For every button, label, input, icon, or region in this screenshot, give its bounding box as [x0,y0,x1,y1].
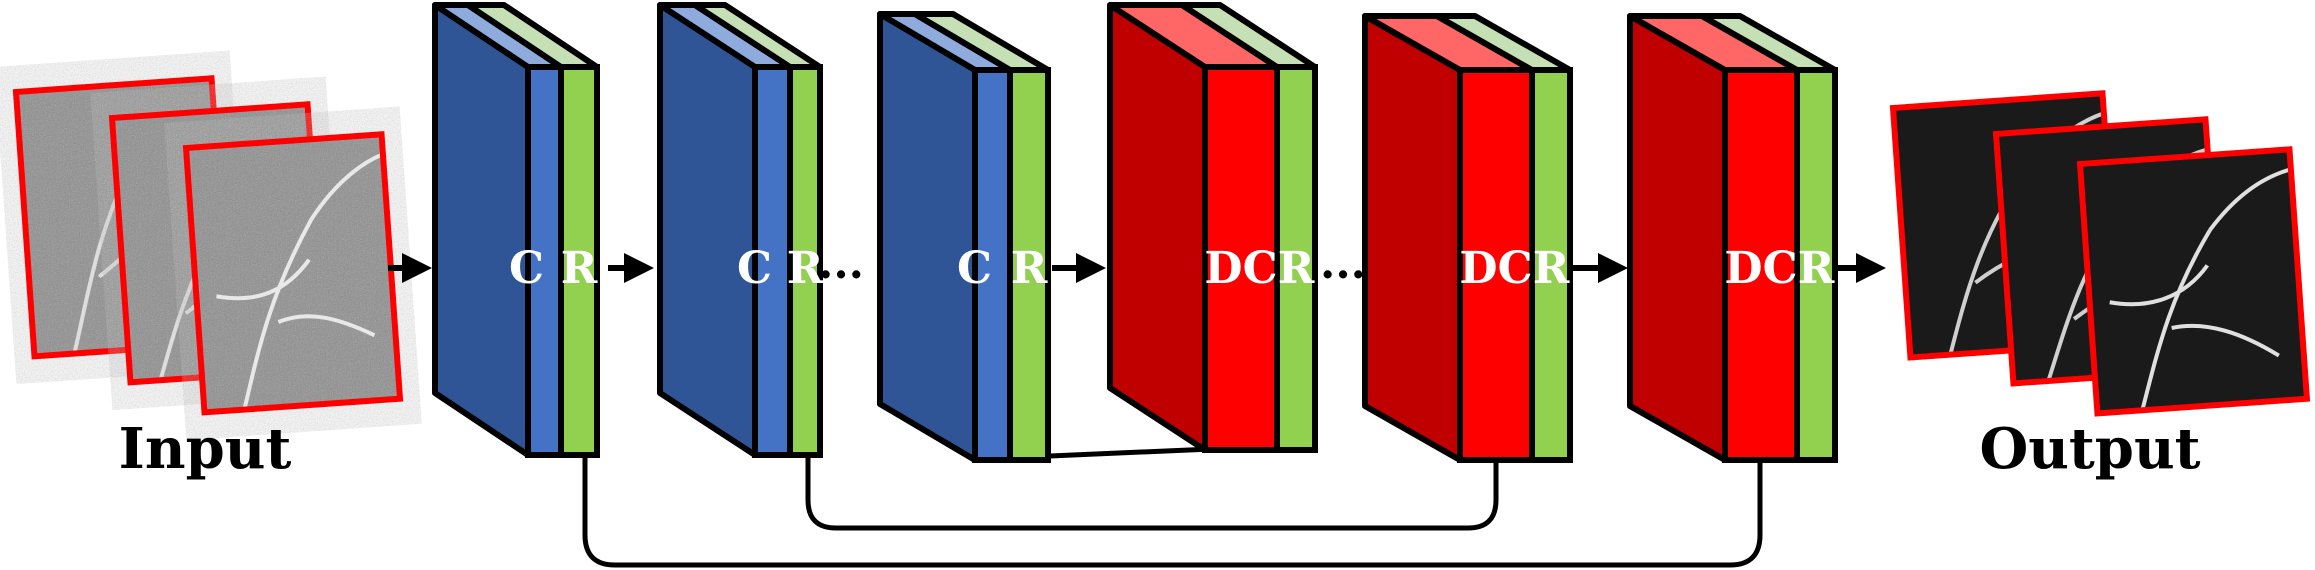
output-image-3 [2076,146,2311,417]
block-side-face [877,11,978,463]
input-label: Input [119,416,292,482]
conv-label: C [957,243,992,294]
skip-connections [582,445,1763,568]
relu-label: R [787,243,824,294]
relu-front-face [558,64,600,458]
block-side-face [1107,2,1208,453]
deconv-label: DC [1204,243,1277,294]
relu-label: R [1278,243,1315,294]
deconv-label: DC [1459,243,1532,294]
relu-front-face [1274,64,1318,453]
relu-front-face [1007,67,1051,463]
conv-front-face [525,64,564,458]
deconv-label: DC [1724,243,1797,294]
block-side-face [1362,13,1463,463]
input-image-stack [12,75,404,416]
input-image-3 [182,131,404,416]
output-label: Output [1979,416,2200,482]
block-side-face [1627,13,1728,463]
ellipsis-encoder: ... [818,238,864,289]
relu-front-face [1794,67,1838,463]
skip-connection-middle [805,456,1499,531]
block-side-face [432,2,531,458]
deconv-front-face [1202,64,1280,453]
conv-label: C [737,243,772,294]
conv-label: C [509,243,544,294]
block-side-face [657,2,758,458]
relu-label: R [1798,243,1835,294]
relu-label: R [561,243,598,294]
conv-front-face [752,64,793,458]
ellipsis-decoder: ... [1320,238,1366,289]
relu-label: R [1011,243,1048,294]
skip-connection-outer [582,456,1763,568]
relu-front-face [1529,67,1573,463]
relu-front-face [787,64,823,458]
relu-label: R [1533,243,1570,294]
output-image-stack [1889,90,2311,417]
